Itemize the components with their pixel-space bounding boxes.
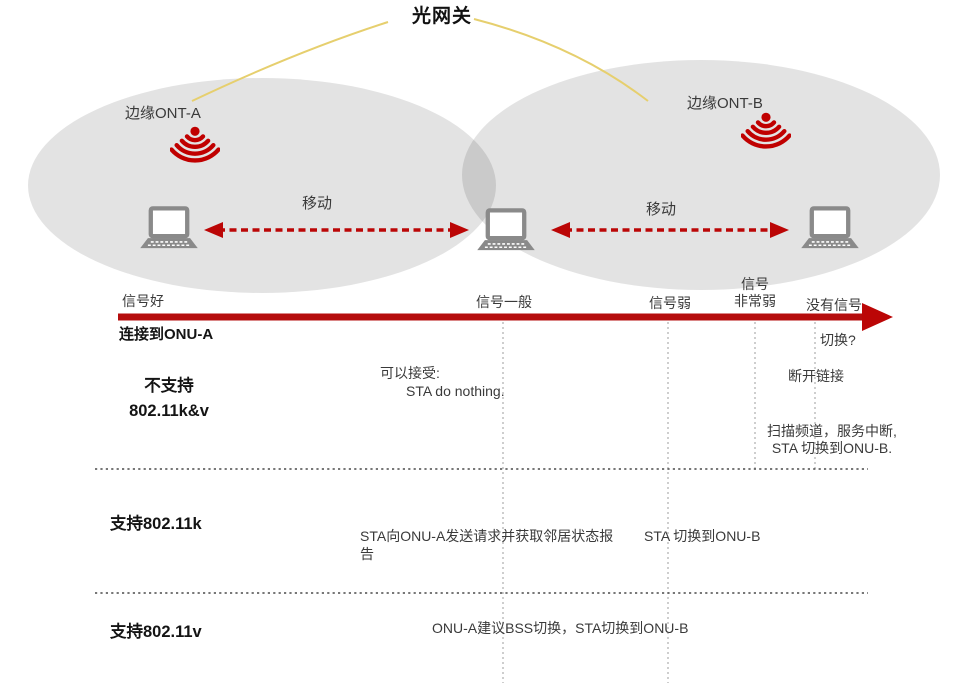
signal-very-weak-line1: 信号: [741, 276, 769, 292]
k-request-note: STA向ONU-A发送请求并获取邻居状态报 告: [360, 527, 613, 563]
k-switch-note: STA 切换到ONU-B: [644, 528, 761, 544]
k-request-line1: STA向ONU-A发送请求并获取邻居状态报: [360, 528, 614, 544]
wifi-signal-icon-ont-b: [741, 112, 791, 149]
v-suggest-note: ONU-A建议BSS切换，STA切换到ONU-B: [432, 620, 689, 636]
laptop-icon-middle: [477, 208, 535, 251]
signal-fair-label: 信号一般: [476, 294, 532, 310]
acceptable-note-line2: STA do nothing.: [406, 383, 505, 399]
row-v-title: 支持802.11v: [110, 623, 202, 641]
uplink-line-ont-a: [191, 21, 389, 102]
handover-question-label: 切换?: [820, 332, 856, 348]
row-k-title: 支持802.11k: [110, 515, 202, 533]
row-no-kv-title: 不支持 802.11k&v: [105, 374, 233, 424]
uplink-line-ont-b: [473, 18, 649, 102]
signal-axis-arrowhead: [862, 303, 893, 331]
row-no-kv-title-line1: 不支持: [144, 377, 194, 395]
coverage-ellipse-ont-b: [462, 60, 940, 290]
signal-none-label: 没有信号: [806, 297, 862, 313]
signal-very-weak-line2: 非常弱: [734, 292, 776, 309]
ont-a-label: 边缘ONT-A: [125, 105, 201, 122]
mobility-arrow-right-head-west: [551, 222, 570, 238]
page-title: 光网关: [411, 6, 472, 27]
move-label-left: 移动: [302, 195, 333, 212]
move-label-right: 移动: [646, 201, 677, 218]
scan-note-line1: 扫描频道，服务中断,: [767, 423, 897, 439]
mobility-arrow-left-head-east: [450, 222, 469, 238]
signal-very-weak-label: 信号 非常弱: [722, 276, 788, 310]
wifi-signal-icon-ont-a: [170, 126, 220, 163]
mobility-arrow-right-head-east: [770, 222, 789, 238]
mobility-arrow-left-head-west: [204, 222, 223, 238]
laptop-icon-right: [801, 206, 859, 249]
scan-note: 扫描频道，服务中断, STA 切换到ONU-B.: [750, 423, 914, 457]
ont-b-label: 边缘ONT-B: [687, 95, 763, 112]
coverage-ellipse-ont-a: [28, 78, 496, 293]
row-no-kv-title-line2: 802.11k&v: [129, 402, 209, 420]
signal-weak-label: 信号弱: [649, 295, 691, 311]
k-request-line2: 告: [360, 546, 374, 562]
acceptable-note-line1: 可以接受:: [380, 365, 440, 381]
connected-onu-a-label: 连接到ONU-A: [119, 326, 214, 343]
disconnect-note: 断开链接: [788, 368, 844, 384]
laptop-icon-left: [140, 206, 198, 249]
signal-good-label: 信号好: [122, 293, 164, 309]
scan-note-line2: STA 切换到ONU-B.: [771, 440, 893, 456]
